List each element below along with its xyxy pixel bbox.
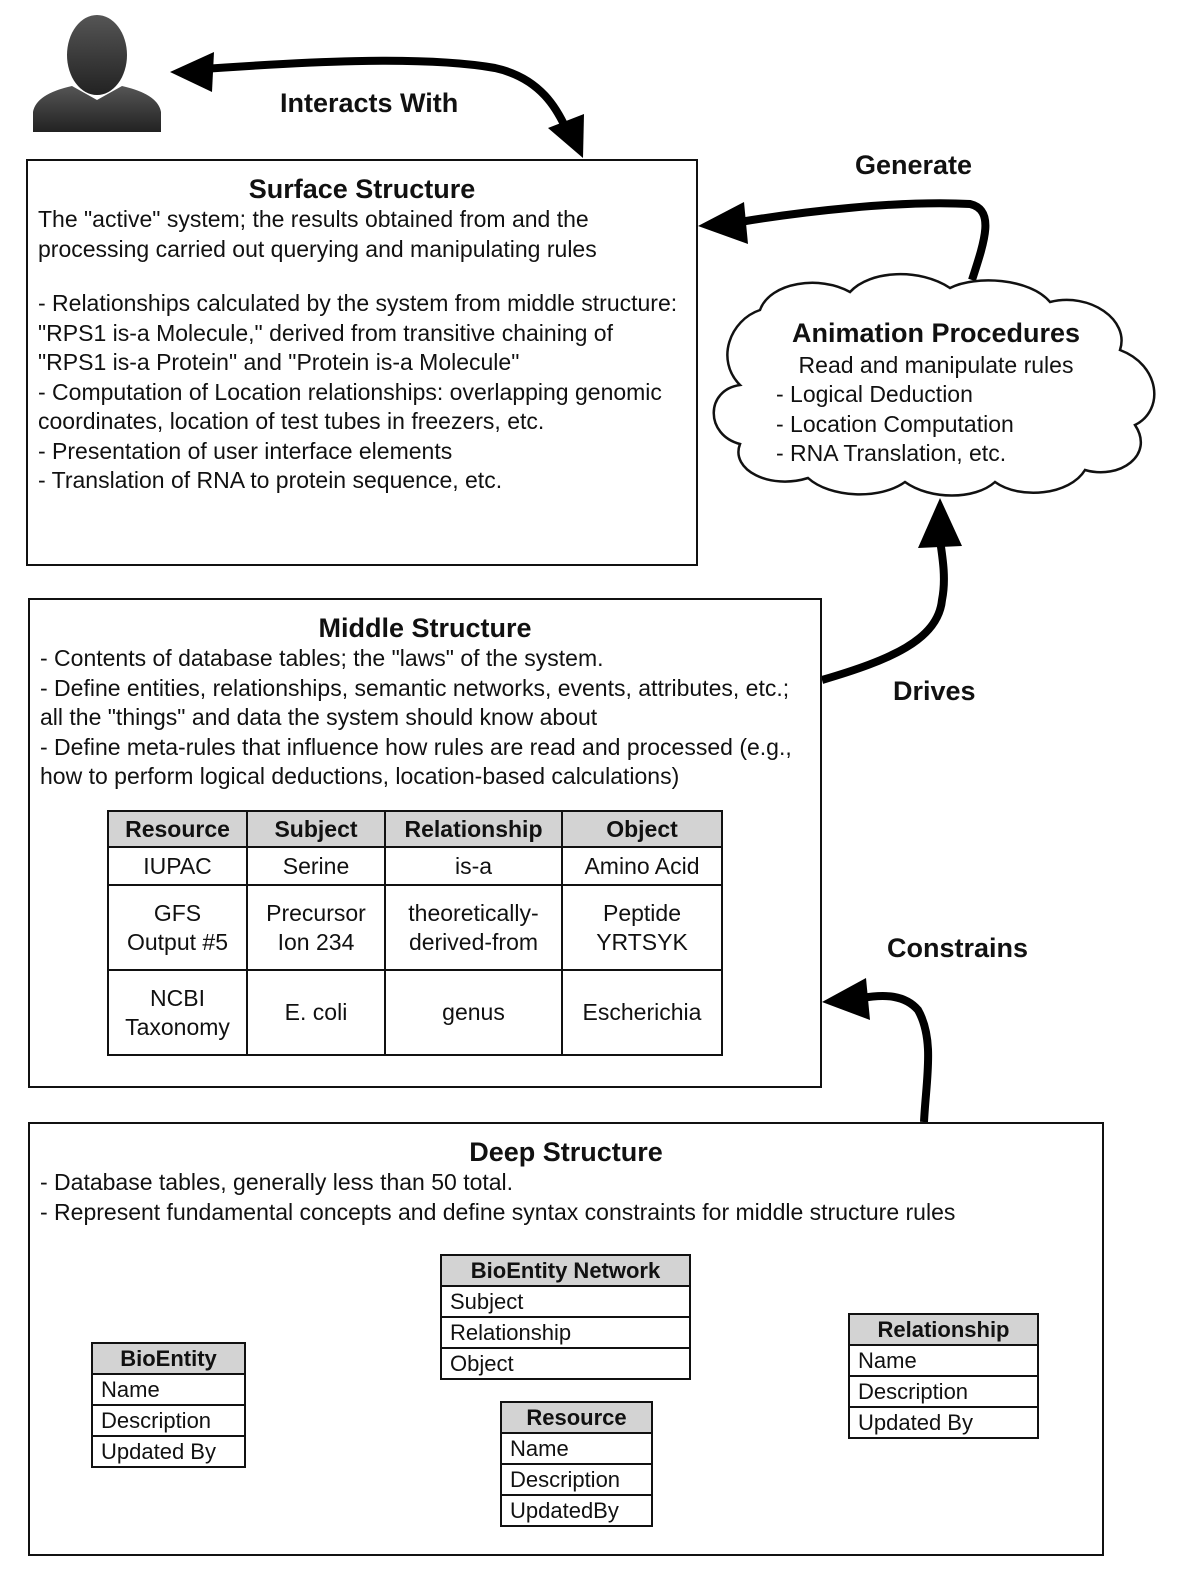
column-header: Subject xyxy=(246,810,386,848)
middle-title: Middle Structure xyxy=(318,613,532,643)
animation-subtitle: Read and manipulate rules xyxy=(798,352,1074,378)
table-row: NCBI Taxonomy E. coli genus Escherichia xyxy=(107,969,723,1056)
table-cell: is-a xyxy=(384,846,563,886)
generate-arrow xyxy=(739,199,990,282)
drives-label: Drives xyxy=(893,676,976,706)
animation-title: Animation Procedures xyxy=(791,318,1081,348)
surface-item: - Computation of Location relationships:… xyxy=(38,378,662,435)
entity-field: Updated By xyxy=(101,1439,216,1464)
surface-item: - Relationships calculated by the system… xyxy=(38,290,678,375)
surface-item: - Presentation of user interface element… xyxy=(38,437,453,464)
entity-field: Description xyxy=(93,1406,244,1437)
table-cell: theoretically-derived-from xyxy=(384,884,563,971)
entity-resource: Resource Name Description UpdatedBy xyxy=(500,1401,653,1527)
interacts-arrowhead-left xyxy=(170,52,214,92)
generate-arrowhead xyxy=(698,202,748,244)
surface-title: Surface Structure xyxy=(248,174,476,204)
deep-item: - Represent fundamental concepts and def… xyxy=(40,1198,956,1225)
animation-procedures-cloud: Animation Procedures Read and manipulate… xyxy=(714,316,1158,469)
entity-field: Updated By xyxy=(858,1410,973,1435)
rules-table-header: Resource Subject Relationship Object xyxy=(107,810,723,848)
entity-field: Object xyxy=(450,1351,514,1376)
animation-item: - Location Computation xyxy=(776,410,1014,437)
table-cell: genus xyxy=(384,969,563,1056)
entity-title: Relationship xyxy=(850,1315,1037,1346)
table-cell: Serine xyxy=(246,846,386,886)
table-cell: IUPAC xyxy=(107,846,248,886)
interacts-with-label: Interacts With xyxy=(280,88,459,118)
constrains-arrow xyxy=(861,992,933,1123)
surface-body: The "active" system; the results obtaine… xyxy=(38,205,686,496)
generate-label: Generate xyxy=(855,150,973,180)
middle-body: - Contents of database tables; the "laws… xyxy=(40,644,810,792)
animation-item: - RNA Translation, etc. xyxy=(776,440,1007,466)
animation-item: - Logical Deduction xyxy=(776,381,973,407)
user-icon xyxy=(33,15,161,132)
entity-field: UpdatedBy xyxy=(510,1498,619,1523)
interacts-arrowhead-right xyxy=(548,114,584,158)
constrains-label: Constrains xyxy=(887,933,1029,963)
entity-field: Description xyxy=(502,1465,651,1496)
rules-table: Resource Subject Relationship Object IUP… xyxy=(107,810,723,1056)
entity-relationship: Relationship Name Description Updated By xyxy=(848,1313,1039,1439)
table-cell: Escherichia xyxy=(561,969,723,1056)
table-cell: NCBI Taxonomy xyxy=(107,969,248,1056)
entity-title: BioEntity Network xyxy=(442,1256,689,1287)
deep-body: - Database tables, generally less than 5… xyxy=(40,1168,1092,1227)
entity-title: Resource xyxy=(502,1403,651,1434)
middle-item: - Define entities, relationships, semant… xyxy=(40,674,790,731)
entity-field: Name xyxy=(93,1375,244,1406)
entity-field: Name xyxy=(850,1346,1037,1377)
middle-item: - Define meta-rules that influence how r… xyxy=(40,733,792,790)
table-row: IUPAC Serine is-a Amino Acid xyxy=(107,846,723,886)
middle-item: - Contents of database tables; the "laws… xyxy=(40,645,604,671)
table-cell: Amino Acid xyxy=(561,846,723,886)
entity-field: Description xyxy=(850,1377,1037,1408)
deep-title: Deep Structure xyxy=(469,1137,663,1167)
entity-field: Name xyxy=(502,1434,651,1465)
constrains-arrowhead xyxy=(822,978,870,1020)
column-header: Object xyxy=(561,810,723,848)
surface-intro: The "active" system; the results obtaine… xyxy=(38,206,597,262)
deep-item: - Database tables, generally less than 5… xyxy=(40,1169,514,1195)
entity-field: Subject xyxy=(442,1287,689,1318)
column-header: Relationship xyxy=(384,810,563,848)
surface-structure-box: Surface Structure The "active" system; t… xyxy=(26,159,698,566)
entity-title: BioEntity xyxy=(93,1344,244,1375)
entity-field: Relationship xyxy=(442,1318,689,1349)
drives-arrow xyxy=(820,539,948,684)
middle-structure-box: Middle Structure - Contents of database … xyxy=(28,598,822,1088)
surface-item: - Translation of RNA to protein sequence… xyxy=(38,467,503,493)
table-row: GFS Output #5 Precursor Ion 234 theoreti… xyxy=(107,884,723,971)
animation-cloud-shape xyxy=(712,272,1156,497)
drives-arrowhead xyxy=(918,498,962,548)
table-cell: GFS Output #5 xyxy=(107,884,248,971)
table-cell: Precursor Ion 234 xyxy=(246,884,386,971)
table-cell: E. coli xyxy=(246,969,386,1056)
table-cell: Peptide YRTSYK xyxy=(561,884,723,971)
entity-bioentity-network: BioEntity Network Subject Relationship O… xyxy=(440,1254,691,1380)
interacts-arrow xyxy=(187,56,574,140)
column-header: Resource xyxy=(107,810,248,848)
entity-bioentity: BioEntity Name Description Updated By xyxy=(91,1342,246,1468)
